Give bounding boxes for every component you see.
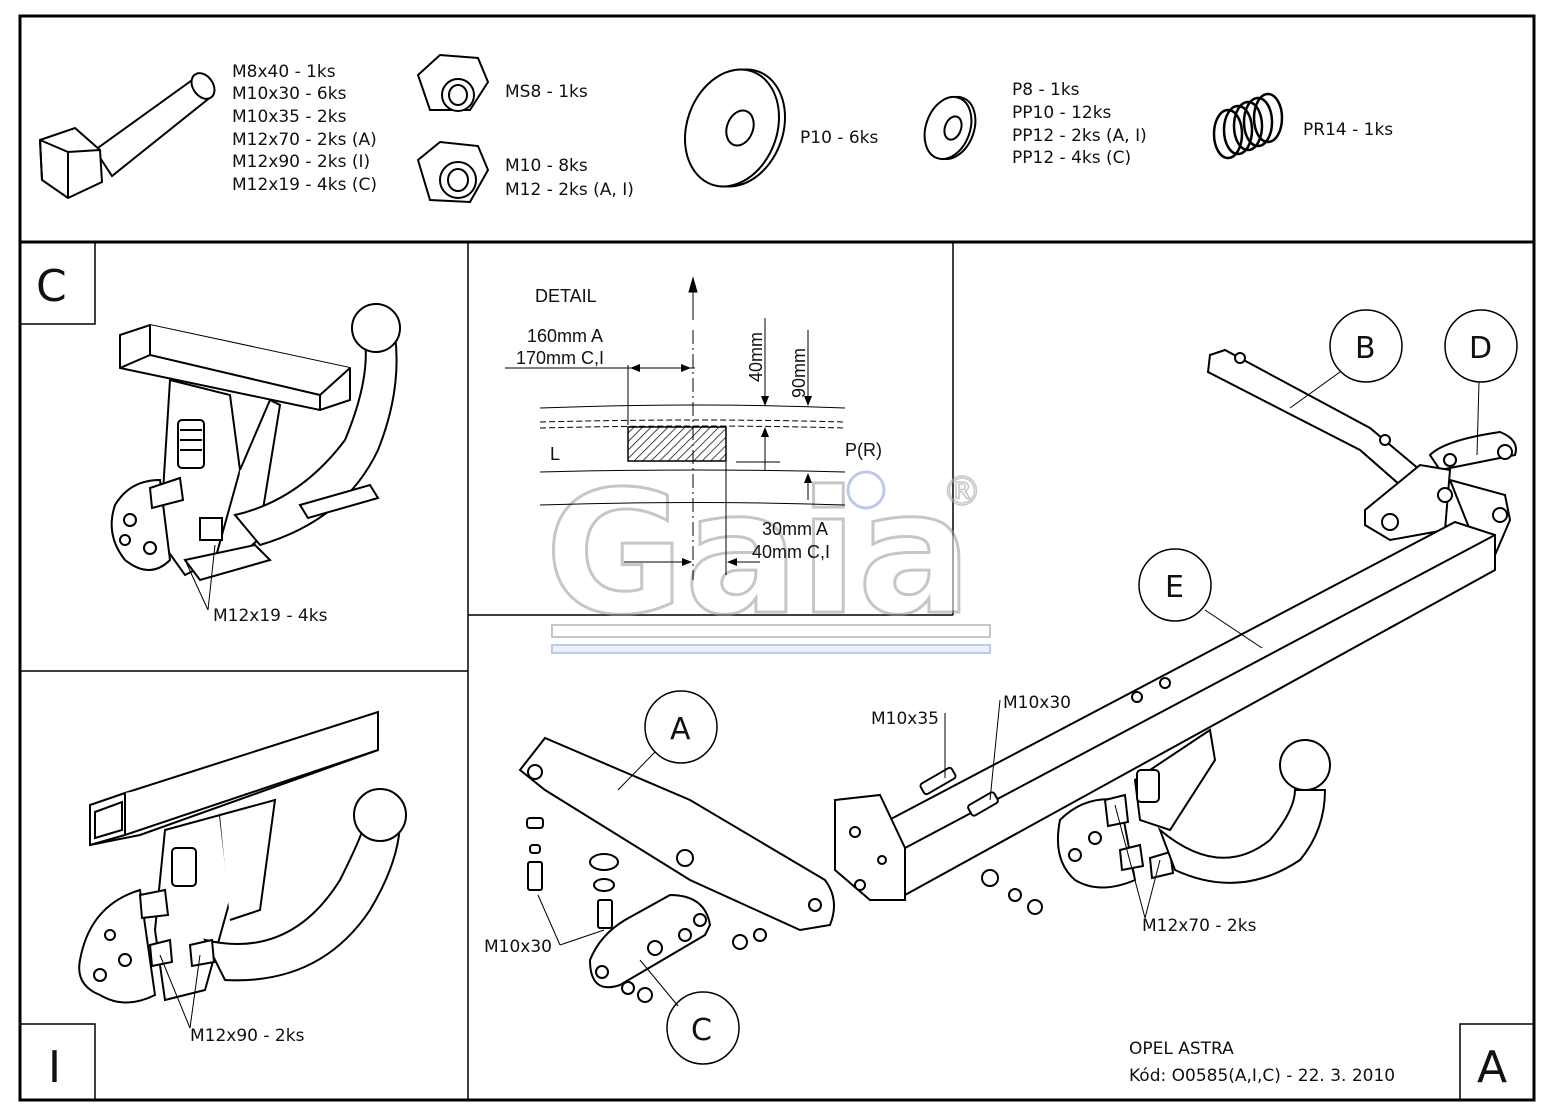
callout-a: A	[670, 712, 691, 747]
m10x30-top-label: M10x30	[1003, 693, 1071, 713]
detail-left-label: L	[550, 444, 560, 464]
main-assembly-drawing	[518, 348, 1517, 1003]
panel-c-letter: C	[36, 261, 67, 312]
product-code: Kód: O0585(A,I,C) - 22. 3. 2010	[1129, 1066, 1395, 1086]
spring-label: PR14 - 1ks	[1303, 120, 1393, 140]
model-name: OPEL ASTRA	[1129, 1039, 1234, 1059]
nut-ms8-label: MS8 - 1ks	[505, 82, 588, 102]
washer-p10-label: P10 - 6ks	[800, 128, 878, 148]
m10x30-left-label: M10x30	[484, 937, 552, 957]
watermark-bar-2	[551, 644, 991, 654]
detail-dim-top-a: 160mm A	[527, 326, 603, 346]
detail-dim-top-ci: 170mm C,I	[516, 348, 604, 368]
bolt-item: M12x19 - 4ks (C)	[232, 175, 377, 195]
callout-b: B	[1355, 331, 1376, 366]
callout-e: E	[1165, 570, 1184, 605]
bolt-item: M10x30 - 6ks	[232, 84, 347, 104]
panel-c-leaders	[184, 544, 216, 611]
nut-item: M10 - 8ks	[505, 156, 588, 176]
panel-i-letter: I	[48, 1042, 61, 1093]
detail-right-label: P(R)	[845, 440, 882, 460]
washer-item: P8 - 1ks	[1012, 80, 1080, 100]
gaia-watermark: Gaia ®	[544, 454, 991, 655]
panel-a-letter: A	[1477, 1042, 1507, 1093]
callout-c: C	[691, 1013, 712, 1048]
washer-list: P8 - 1ks PP10 - 12ks PP12 - 2ks (A, I) P…	[1012, 80, 1147, 168]
washer-item: PP12 - 2ks (A, I)	[1012, 126, 1147, 146]
nut-ms8-icon	[416, 53, 490, 112]
detail-dim-bottom-a: 30mm A	[762, 519, 828, 539]
panel-c-bolt-label: M12x19 - 4ks	[213, 606, 328, 626]
panel-c-towbar-drawing	[110, 303, 401, 582]
bolt-list: M8x40 - 1ks M10x30 - 6ks M10x35 - 2ks M1…	[232, 62, 377, 195]
callout-d: D	[1469, 331, 1492, 366]
bolt-item: M12x90 - 2ks (I)	[232, 152, 370, 172]
nut-list: M10 - 8ks M12 - 2ks (A, I)	[505, 156, 634, 200]
bolt-item: M12x70 - 2ks (A)	[232, 130, 377, 150]
panel-i-leaders	[159, 954, 201, 1029]
watermark-dot	[846, 470, 886, 510]
washer-pp-icon	[923, 96, 977, 160]
panel-i-bolt-label: M12x90 - 2ks	[190, 1026, 305, 1046]
bolt-item: M10x35 - 2ks	[232, 107, 347, 127]
washer-item: PP12 - 4ks (C)	[1012, 148, 1131, 168]
washer-item: PP10 - 12ks	[1012, 103, 1112, 123]
watermark-bar-1	[551, 624, 991, 638]
washer-p10-icon	[683, 68, 787, 188]
m12x70-label: M12x70 - 2ks	[1142, 916, 1257, 936]
detail-dim-90: 90mm	[789, 348, 809, 398]
watermark-text: Gaia	[545, 455, 972, 653]
nut-item: M12 - 2ks (A, I)	[505, 180, 634, 200]
callouts	[644, 309, 1518, 1065]
detail-dim-bottom-ci: 40mm C,I	[752, 542, 830, 562]
callout-leaders	[537, 371, 1480, 1007]
watermark-registered: ®	[942, 469, 982, 515]
nut-m10-icon	[416, 140, 490, 204]
m10x35-label: M10x35	[871, 709, 939, 729]
detail-title: DETAIL	[535, 286, 597, 306]
detail-drawing	[505, 276, 846, 580]
spring-icon	[1212, 92, 1284, 160]
bolt-icon	[38, 72, 216, 200]
detail-dim-40: 40mm	[746, 332, 766, 382]
panel-i-towbar-drawing	[78, 710, 407, 1004]
bolt-item: M8x40 - 1ks	[232, 62, 336, 82]
sheet-frame	[18, 14, 1536, 1102]
